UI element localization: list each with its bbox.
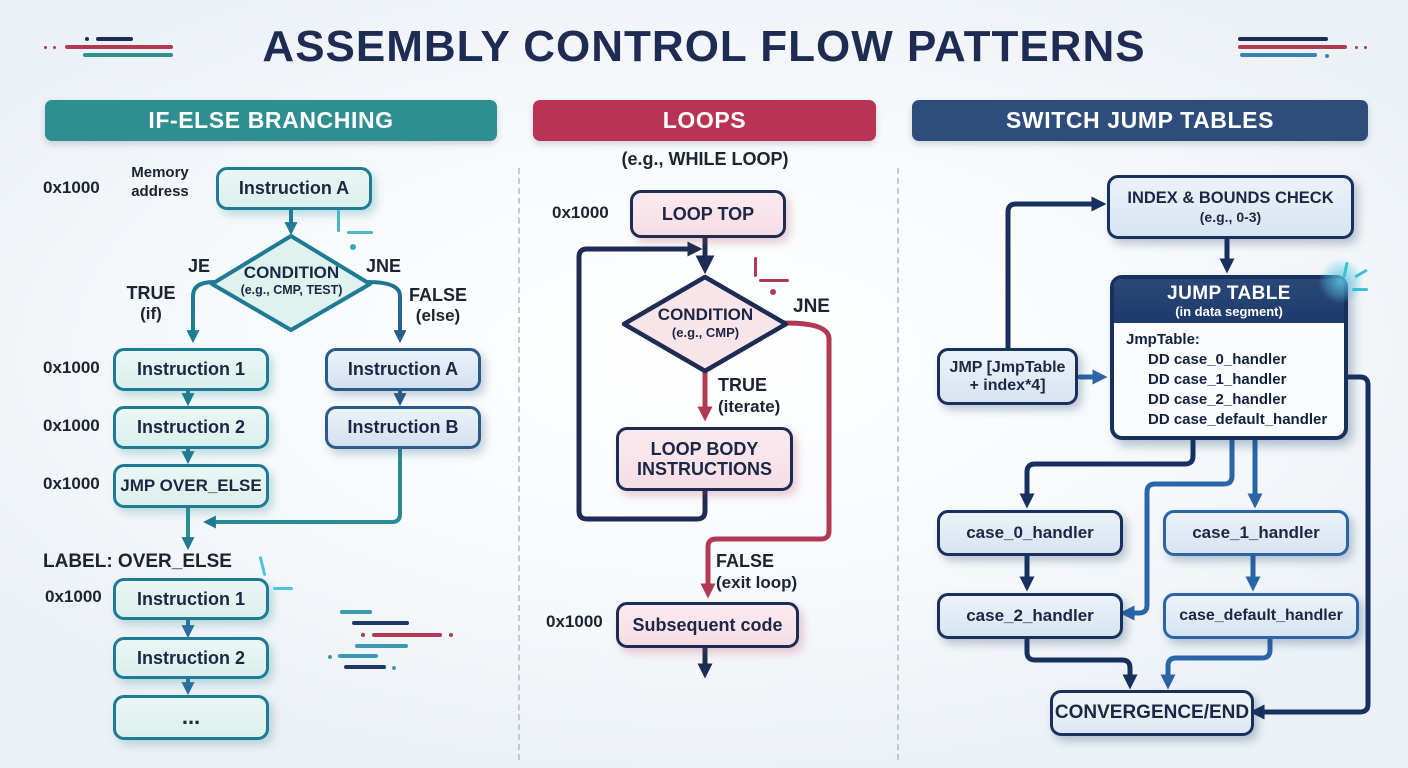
address-label: 0x1000 bbox=[43, 416, 100, 435]
ifelse-condition-text: CONDITION (e.g., CMP, TEST) bbox=[219, 263, 364, 297]
jump-table-body: JmpTable: DD case_0_handler DD case_1_ha… bbox=[1114, 323, 1344, 436]
jump-table-box: JUMP TABLE (in data segment) JmpTable: D… bbox=[1110, 275, 1348, 440]
sparkle-icon bbox=[337, 210, 340, 232]
case-default-handler-box: case_default_handler bbox=[1163, 593, 1359, 639]
switch-banner: SWITCH JUMP TABLES bbox=[912, 100, 1368, 141]
decorative-dot bbox=[44, 46, 47, 49]
jmptable-label: JmpTable: bbox=[1126, 331, 1200, 349]
jmp-jmptable-box: JMP [JmpTable + index*4] bbox=[937, 348, 1078, 405]
instruction-1-box: Instruction 1 bbox=[113, 348, 269, 391]
after-instruction-1-box: Instruction 1 bbox=[113, 578, 269, 620]
address-label: 0x1000 bbox=[552, 203, 609, 222]
sparkle-icon bbox=[754, 257, 757, 277]
instruction-2-box: Instruction 2 bbox=[113, 406, 269, 449]
loops-banner: LOOPS bbox=[533, 100, 876, 141]
speed-dot bbox=[361, 633, 365, 637]
decorative-dash bbox=[83, 53, 173, 57]
jmp-over-else-box: JMP OVER_ELSE bbox=[113, 464, 269, 508]
jump-table-entry: DD case_1_handler bbox=[1148, 371, 1287, 389]
decorative-dash bbox=[1238, 45, 1347, 49]
address-label: 0x1000 bbox=[43, 358, 100, 377]
column-divider bbox=[897, 168, 899, 760]
address-label: 0x1000 bbox=[45, 587, 102, 606]
loop-condition-text: CONDITION (e.g., CMP) bbox=[633, 305, 778, 340]
sparkle-dot bbox=[350, 244, 356, 250]
decorative-dot bbox=[1364, 46, 1367, 49]
speed-line bbox=[338, 654, 378, 658]
jump-table-entry: DD case_default_handler bbox=[1148, 410, 1328, 428]
instruction-a-top-box: Instruction A bbox=[216, 167, 372, 210]
decorative-dash bbox=[1240, 53, 1317, 57]
true-iterate-label: TRUE(iterate) bbox=[718, 375, 781, 416]
speed-line bbox=[340, 610, 372, 614]
decorative-dot bbox=[1355, 46, 1358, 49]
jne-label: JNE bbox=[793, 296, 830, 317]
jne-label: JNE bbox=[366, 256, 402, 276]
condition-diamond-ifelse bbox=[210, 234, 372, 332]
jump-table-subtitle: (in data segment) bbox=[1175, 303, 1283, 319]
sparkle-glow bbox=[1318, 258, 1364, 304]
index-check-sub: (e.g., 0-3) bbox=[1199, 208, 1262, 225]
decorative-dash bbox=[65, 45, 173, 49]
page-title: ASSEMBLY CONTROL FLOW PATTERNS bbox=[262, 22, 1146, 71]
false-else-label: FALSE(else) bbox=[408, 285, 467, 325]
decorative-dot bbox=[1325, 54, 1329, 58]
decorative-dash bbox=[1238, 37, 1328, 41]
index-check-label: INDEX & BOUNDS CHECK bbox=[1127, 188, 1334, 207]
je-label: JE bbox=[188, 256, 211, 276]
loop-body-box: LOOP BODY INSTRUCTIONS bbox=[616, 427, 793, 491]
speed-line bbox=[352, 621, 409, 625]
address-label: 0x1000 bbox=[43, 178, 100, 197]
jump-table-header: JUMP TABLE (in data segment) bbox=[1114, 279, 1344, 324]
speed-line bbox=[355, 644, 408, 648]
sparkle-dot bbox=[770, 289, 776, 295]
loop-top-box: LOOP TOP bbox=[630, 190, 786, 238]
address-label: 0x1000 bbox=[43, 474, 100, 493]
case-1-handler-box: case_1_handler bbox=[1163, 510, 1349, 556]
memory-address-label: Memory address bbox=[131, 164, 189, 200]
condition-label: CONDITION bbox=[243, 263, 340, 282]
sparkle-icon bbox=[273, 587, 293, 590]
instruction-a-else-box: Instruction A bbox=[325, 348, 481, 391]
decorative-dash bbox=[96, 37, 133, 41]
condition-sub-label: (e.g., CMP) bbox=[671, 325, 740, 340]
after-instruction-2-box: Instruction 2 bbox=[113, 637, 269, 679]
instruction-b-else-box: Instruction B bbox=[325, 406, 481, 449]
over-else-label: LABEL: OVER_ELSE bbox=[43, 551, 232, 572]
ellipsis-box: ... bbox=[113, 695, 269, 740]
convergence-end-box: CONVERGENCE/END bbox=[1050, 690, 1254, 736]
while-loop-subtitle: (e.g., WHILE LOOP) bbox=[621, 149, 789, 169]
sparkle-icon bbox=[1352, 288, 1368, 291]
speed-dot bbox=[328, 655, 332, 659]
index-bounds-check-box: INDEX & BOUNDS CHECK (e.g., 0-3) bbox=[1107, 175, 1354, 239]
speed-line bbox=[372, 633, 442, 637]
sparkle-icon bbox=[759, 279, 789, 282]
jump-table-entry: DD case_0_handler bbox=[1148, 351, 1287, 369]
true-if-label: TRUE(if) bbox=[126, 283, 176, 323]
jump-table-title: JUMP TABLE bbox=[1167, 283, 1291, 304]
sparkle-icon bbox=[347, 231, 373, 234]
jump-table-entry: DD case_2_handler bbox=[1148, 391, 1287, 408]
subsequent-code-box: Subsequent code bbox=[616, 602, 799, 648]
address-label: 0x1000 bbox=[546, 612, 603, 631]
condition-label: CONDITION bbox=[657, 305, 754, 324]
speed-dot bbox=[392, 666, 396, 670]
speed-line bbox=[344, 665, 386, 669]
case-0-handler-box: case_0_handler bbox=[937, 510, 1123, 556]
column-divider bbox=[518, 168, 520, 760]
ifelse-banner: IF-ELSE BRANCHING bbox=[45, 100, 497, 141]
speed-dot bbox=[449, 633, 453, 637]
condition-diamond-loop bbox=[621, 274, 789, 374]
decorative-dot bbox=[85, 37, 89, 41]
case-2-handler-box: case_2_handler bbox=[937, 593, 1123, 639]
false-exit-label: FALSE(exit loop) bbox=[716, 551, 798, 592]
condition-sub-label: (e.g., CMP, TEST) bbox=[240, 283, 343, 297]
decorative-dot bbox=[53, 46, 56, 49]
